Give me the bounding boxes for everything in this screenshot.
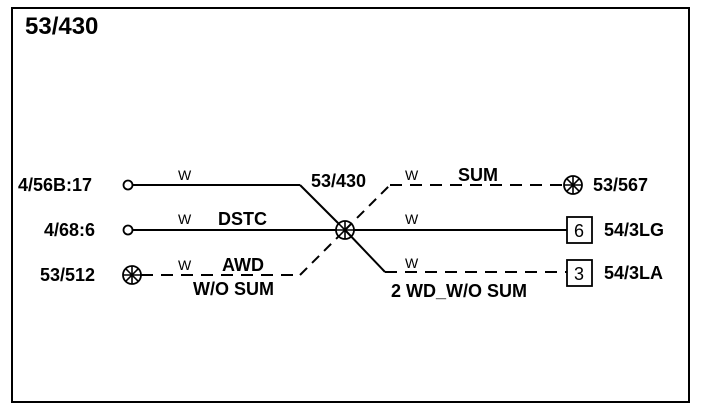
connector-54-3la-label: 54/3LA [604, 263, 663, 283]
wire-label-dstc: DSTC [218, 209, 267, 229]
splice-label: 53/430 [311, 171, 366, 191]
connector-54-3lg-label: 54/3LG [604, 220, 664, 240]
diagram-border [11, 7, 690, 403]
wire-label-sum: SUM [458, 165, 498, 185]
splice-53-567-icon[interactable] [563, 175, 583, 195]
wire-4-56b-17-diag [299, 184, 346, 231]
wire-color-4-68-6: W [178, 211, 192, 227]
wire-color-53-512: W [178, 257, 192, 273]
wire-53-567-diag [344, 184, 391, 231]
connector-53-567-label: 53/567 [593, 175, 648, 195]
connector-54-3la-pin-box[interactable] [566, 259, 593, 287]
wire-label-awd: AWD [222, 255, 264, 275]
wire-color-4-56b-17: W [178, 167, 192, 183]
connector-54-3lg-pin: 6 [574, 221, 584, 241]
wire-54-3la-diag [344, 229, 386, 273]
wire-label-wo-sum: W/O SUM [193, 279, 274, 299]
splice-53-512-icon[interactable] [122, 265, 142, 285]
wire-color-54-3lg: W [405, 211, 419, 227]
connector-54-3lg-pin-box[interactable] [566, 216, 593, 244]
connector-54-3la-pin: 3 [574, 264, 584, 284]
diagram-title: 53/430 [25, 13, 98, 40]
connector-4-68-6-pin[interactable] [122, 224, 134, 236]
wire-color-53-567: W [405, 167, 419, 183]
wire-53-512-diag [299, 229, 346, 276]
connector-4-56b-17-pin[interactable] [122, 179, 134, 191]
connector-4-56b-17-label: 4/56B:17 [18, 175, 92, 195]
wire-color-54-3la: W [405, 255, 419, 271]
wire-label-2wd-wo-sum: 2 WD_W/O SUM [391, 281, 527, 301]
connector-53-512-label: 53/512 [40, 265, 95, 285]
connector-4-68-6-label: 4/68:6 [44, 220, 95, 240]
